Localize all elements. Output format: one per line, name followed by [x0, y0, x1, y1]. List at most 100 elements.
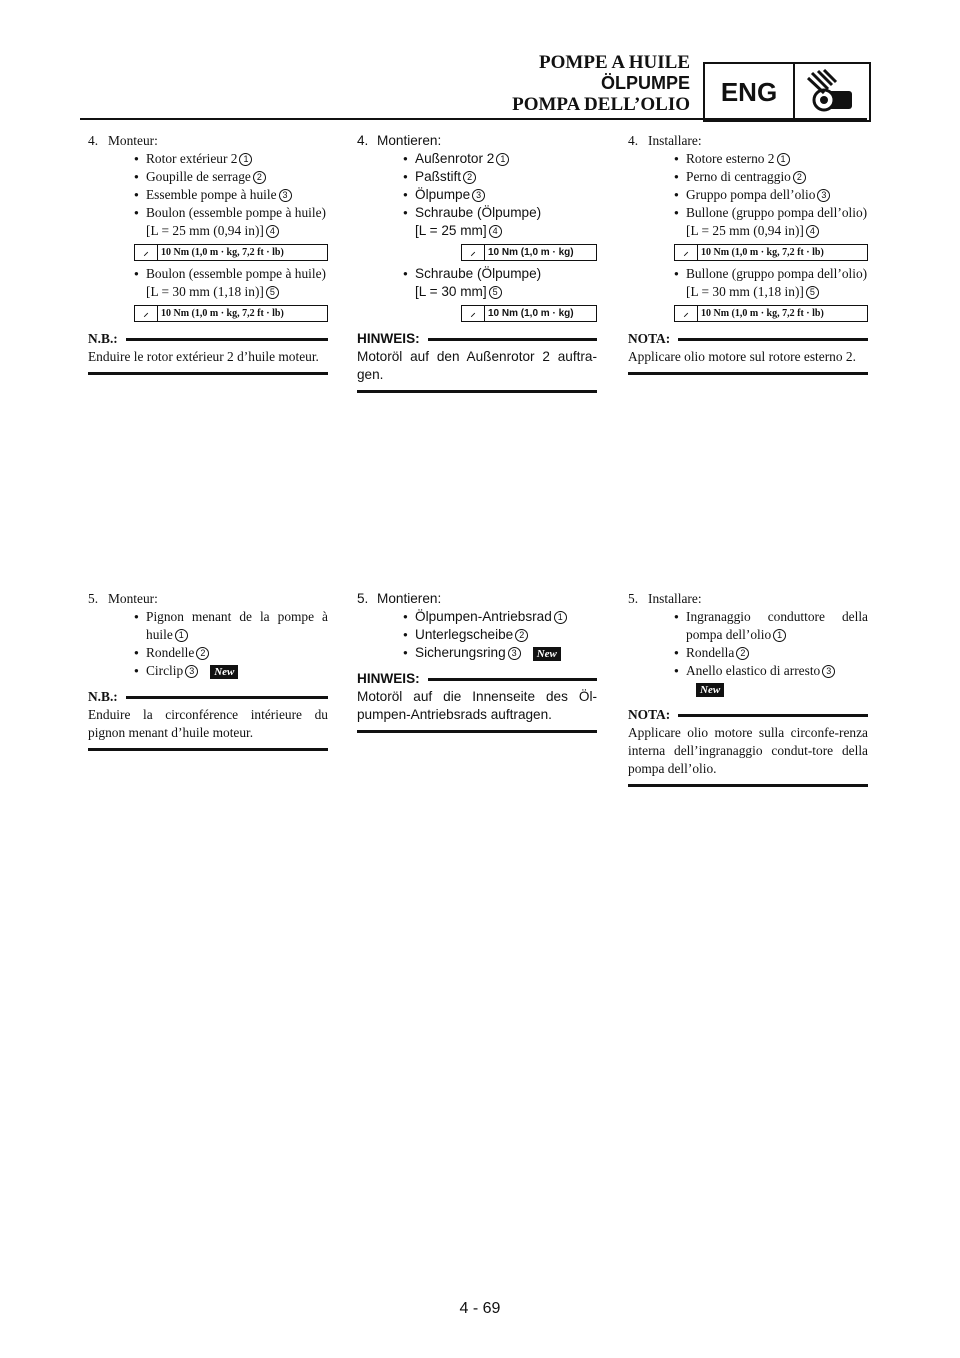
callout-3: 3 — [822, 665, 836, 678]
callout-2: 2 — [252, 171, 266, 184]
callout-3: 3 — [472, 189, 486, 202]
callout-2: 2 — [736, 647, 750, 660]
page-header-titles: POMPE A HUILE ÖLPUMPE POMPA DELL’OLIO — [512, 52, 690, 115]
callout-2: 2 — [515, 629, 529, 642]
list-item-cont: [L = 25 mm (0,94 in)]4 — [628, 222, 868, 240]
list-item: Außenrotor 21 — [357, 150, 597, 168]
fr-step5: 5.Monteur: Pignon menant de la pompe à h… — [88, 590, 328, 751]
engine-icon — [795, 64, 869, 120]
callout-2: 2 — [463, 171, 477, 184]
note-box: NOTA: Applicare olio motore sulla circon… — [628, 706, 868, 787]
callout-5: 5 — [805, 286, 819, 299]
callout-1: 1 — [553, 611, 567, 624]
step-title: Monteur: — [108, 133, 158, 148]
callout-5: 5 — [265, 286, 279, 299]
it-step4: 4. Installare: Rotore esterno 21 Perno di… — [628, 132, 868, 375]
step-title: Installare: — [648, 133, 702, 148]
title-de: ÖLPUMPE — [600, 73, 690, 93]
callout-1: 1 — [239, 153, 253, 166]
step-title: Installare: — [648, 591, 702, 606]
step-number: 4. — [628, 133, 639, 148]
step-number: 5. — [357, 591, 369, 606]
list-item: Bullone (gruppo pompa dell’olio) — [628, 265, 868, 283]
header-rule — [80, 118, 867, 120]
callout-5: 5 — [488, 286, 502, 299]
note-box: HINWEIS: Motoröl auf den Außenrotor 2 au… — [357, 330, 597, 393]
step-title: Montieren: — [377, 591, 442, 606]
note-text: Applicare olio motore sulla circonfe-ren… — [628, 725, 868, 776]
page-number: 4 - 69 — [459, 1300, 501, 1317]
list-item-cont: [L = 30 mm (1,18 in)]5 — [628, 283, 868, 301]
it-step5: 5. Installare: Ingranaggio conduttore del… — [628, 590, 868, 787]
callout-1: 1 — [773, 629, 787, 642]
note-text: Enduire la circonférence intérieure du p… — [88, 707, 328, 740]
torque-spec: ⸝10 Nm (1,0 m · kg, 7,2 ft · lb) — [674, 305, 868, 322]
note-box: NOTA: Applicare olio motore sul rotore e… — [628, 330, 868, 375]
callout-2: 2 — [792, 171, 806, 184]
section-badge: ENG — [703, 62, 871, 122]
note-text: Motoröl auf die Innenseite des Öl-pumpen… — [357, 689, 597, 722]
list-item: Bullone (gruppo pompa dell’olio) — [628, 204, 868, 222]
note-text: Applicare olio motore sul rotore esterno… — [628, 349, 856, 364]
list-item-cont: [L = 30 mm (1,18 in)]5 — [88, 283, 328, 301]
callout-2: 2 — [196, 647, 210, 660]
list-item: Ingranaggio conduttore della pompa dell’… — [628, 608, 868, 644]
new-part-badge: New — [696, 683, 725, 697]
torque-spec: ⸝10 Nm (1,0 m · kg) — [461, 305, 597, 322]
list-item-cont: [L = 30 mm]5 — [357, 283, 597, 301]
callout-3: 3 — [185, 665, 199, 678]
step-number: 5. — [628, 591, 639, 606]
note-label: N.B.: — [88, 689, 118, 704]
badge-label: ENG — [705, 64, 795, 120]
fr-step4: 4.Monteur: Rotor extérieur 21 Goupille d… — [88, 132, 328, 375]
callout-3: 3 — [817, 189, 831, 202]
new-part-badge: New — [532, 647, 561, 661]
wrench-icon: ⸝ — [462, 306, 485, 321]
title-fr: POMPE A HUILE — [539, 52, 690, 73]
list-item-cont: [L = 25 mm]4 — [357, 222, 597, 240]
note-box: N.B.: Enduire le rotor extérieur 2 d’hui… — [88, 330, 328, 375]
title-it: POMPA DELL’OLIO — [512, 94, 690, 115]
callout-1: 1 — [174, 629, 188, 642]
callout-4: 4 — [805, 225, 819, 238]
callout-4: 4 — [265, 225, 279, 238]
note-label: HINWEIS: — [357, 331, 420, 346]
note-label: NOTA: — [628, 707, 671, 722]
list-item: Schraube (Ölpumpe) — [357, 265, 597, 283]
torque-spec: ⸝10 Nm (1,0 m · kg, 7,2 ft · lb) — [134, 305, 328, 322]
note-text: Motoröl auf den Außenrotor 2 auftra-gen. — [357, 349, 597, 382]
note-box: HINWEIS: Motoröl auf die Innenseite des … — [357, 670, 597, 733]
callout-3: 3 — [507, 647, 521, 660]
step-number: 4. — [88, 133, 99, 148]
note-text: Enduire le rotor extérieur 2 d’huile mot… — [88, 349, 319, 364]
wrench-icon: ⸝ — [135, 306, 158, 321]
step-title: Montieren: — [377, 133, 442, 148]
note-label: N.B.: — [88, 331, 118, 346]
list-item: Boulon (essemble pompe à huile) — [88, 265, 328, 283]
note-label: HINWEIS: — [357, 671, 420, 686]
torque-spec: ⸝10 Nm (1,0 m · kg) — [461, 244, 597, 261]
wrench-icon: ⸝ — [462, 245, 485, 260]
wrench-icon: ⸝ — [675, 306, 698, 321]
callout-1: 1 — [776, 153, 790, 166]
list-item: Rotore esterno 21 — [628, 150, 868, 168]
torque-spec: ⸝10 Nm (1,0 m · kg, 7,2 ft · lb) — [134, 244, 328, 261]
wrench-icon: ⸝ — [135, 245, 158, 260]
callout-3: 3 — [278, 189, 292, 202]
step-number: 4. — [357, 133, 369, 148]
note-label: NOTA: — [628, 331, 671, 346]
